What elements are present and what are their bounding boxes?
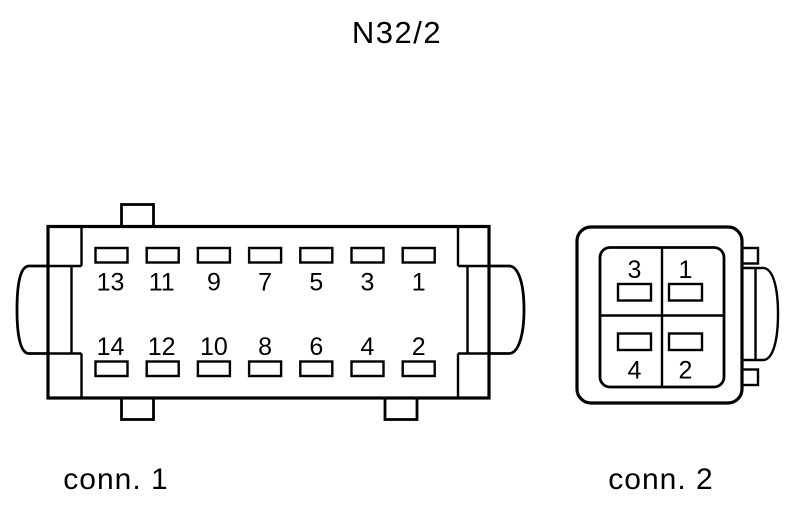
pin-slot-8 (247, 360, 283, 378)
pin-number: 5 (309, 269, 323, 297)
conn2-caption: conn. 2 (608, 463, 713, 496)
pin-number: 12 (148, 333, 176, 361)
pin-number: 3 (628, 256, 642, 284)
pin-slot-3 (616, 282, 653, 302)
pin-number: 13 (97, 269, 125, 297)
pin-number: 3 (361, 269, 375, 297)
pin-slot-4 (616, 332, 653, 352)
conn2-pin-numbers: 3 1 4 2 (628, 256, 693, 385)
conn1-top-pin-slots (94, 246, 436, 264)
conn2-pin-slots (616, 282, 704, 352)
connector-1: 13 11 9 7 5 3 1 14 12 10 8 6 4 2 (15, 203, 526, 421)
conn1-left-latch (15, 264, 54, 355)
pin-number: 14 (97, 333, 125, 361)
pin-number: 6 (309, 333, 323, 361)
conn1-right-endcap-detail (456, 226, 489, 398)
pin-number: 10 (200, 333, 228, 361)
pin-number: 11 (149, 269, 175, 297)
pin-slot-7 (247, 246, 283, 264)
pin-number: 8 (258, 333, 272, 361)
conn1-right-latch (483, 264, 526, 355)
pin-slot-12 (145, 360, 180, 378)
pin-slot-2 (401, 360, 436, 378)
pin-slot-9 (196, 246, 232, 264)
pin-slot-10 (196, 360, 232, 378)
pin-slot-3 (350, 246, 385, 264)
connector-2: 3 1 4 2 (575, 225, 780, 405)
pin-number: 4 (361, 333, 375, 361)
pin-number: 2 (412, 333, 426, 361)
pin-number: 4 (628, 357, 642, 385)
diagram-title: N32/2 (352, 15, 442, 50)
pin-number: 1 (412, 269, 426, 297)
pin-slot-6 (299, 360, 334, 378)
conn2-right-latch (738, 266, 780, 362)
conn1-left-endcap-detail (48, 226, 83, 398)
conn1-bottom-pin-slots (94, 360, 436, 378)
pin-number: 7 (258, 269, 272, 297)
pin-slot-13 (94, 246, 129, 264)
pin-number: 9 (207, 269, 221, 297)
pin-slot-4 (350, 360, 385, 378)
pin-slot-1 (401, 246, 436, 264)
conn1-bottom-pin-numbers: 14 12 10 8 6 4 2 (97, 333, 426, 361)
pin-slot-14 (94, 360, 129, 378)
pin-slot-11 (145, 246, 180, 264)
conn1-top-pin-numbers: 13 11 9 7 5 3 1 (97, 269, 426, 297)
pin-slot-2 (667, 332, 704, 352)
conn1-caption: conn. 1 (63, 463, 168, 496)
pin-number: 1 (679, 256, 693, 284)
pin-number: 2 (679, 357, 693, 385)
pin-slot-5 (299, 246, 334, 264)
pin-slot-1 (667, 282, 704, 302)
